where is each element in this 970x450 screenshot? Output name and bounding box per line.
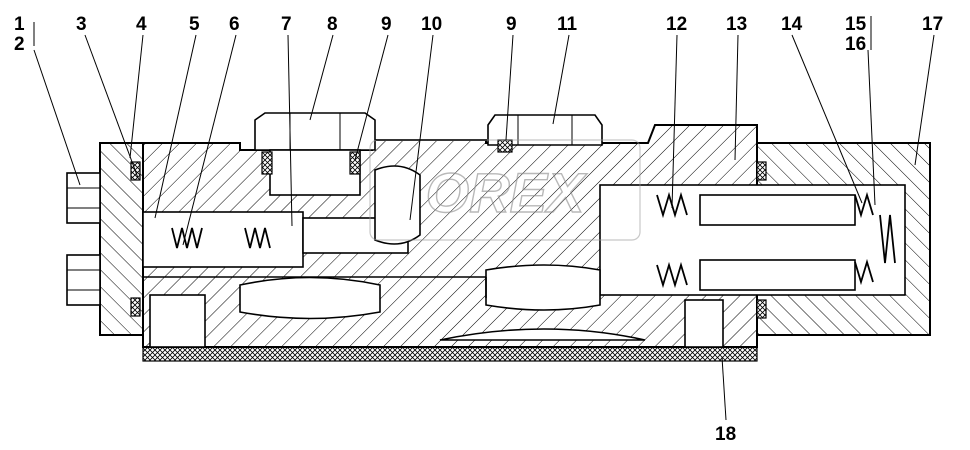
callout-5: 5 xyxy=(189,14,200,35)
callout-6: 6 xyxy=(229,14,240,35)
top-plug-nut xyxy=(254,112,376,196)
callout-8: 8 xyxy=(327,14,338,35)
callout-labels: 1 2 3 4 5 6 7 8 9 10 9 11 12 13 14 15 16… xyxy=(14,14,943,445)
callout-9-left: 9 xyxy=(381,14,392,35)
callout-15: 15 xyxy=(845,14,867,35)
callout-9-right: 9 xyxy=(506,14,517,35)
top-plug-right xyxy=(487,114,603,153)
callout-18: 18 xyxy=(715,424,736,445)
callout-11: 11 xyxy=(557,14,578,35)
callout-17: 17 xyxy=(922,14,943,35)
callout-16: 16 xyxy=(845,34,866,55)
watermark: OREX xyxy=(369,139,641,241)
callout-1: 1 xyxy=(14,14,25,35)
watermark-text: OREX xyxy=(426,161,588,224)
callout-14: 14 xyxy=(781,14,803,35)
bolt-heads xyxy=(66,172,101,306)
gasket-strip xyxy=(142,346,758,362)
callout-12: 12 xyxy=(666,14,687,35)
callout-4: 4 xyxy=(136,14,147,35)
callout-3: 3 xyxy=(76,14,87,35)
callout-13: 13 xyxy=(726,14,747,35)
callout-2: 2 xyxy=(14,34,25,55)
callout-7: 7 xyxy=(281,14,292,35)
callout-10: 10 xyxy=(421,14,442,35)
internal-bores xyxy=(142,165,906,348)
leader-lines xyxy=(33,16,935,421)
